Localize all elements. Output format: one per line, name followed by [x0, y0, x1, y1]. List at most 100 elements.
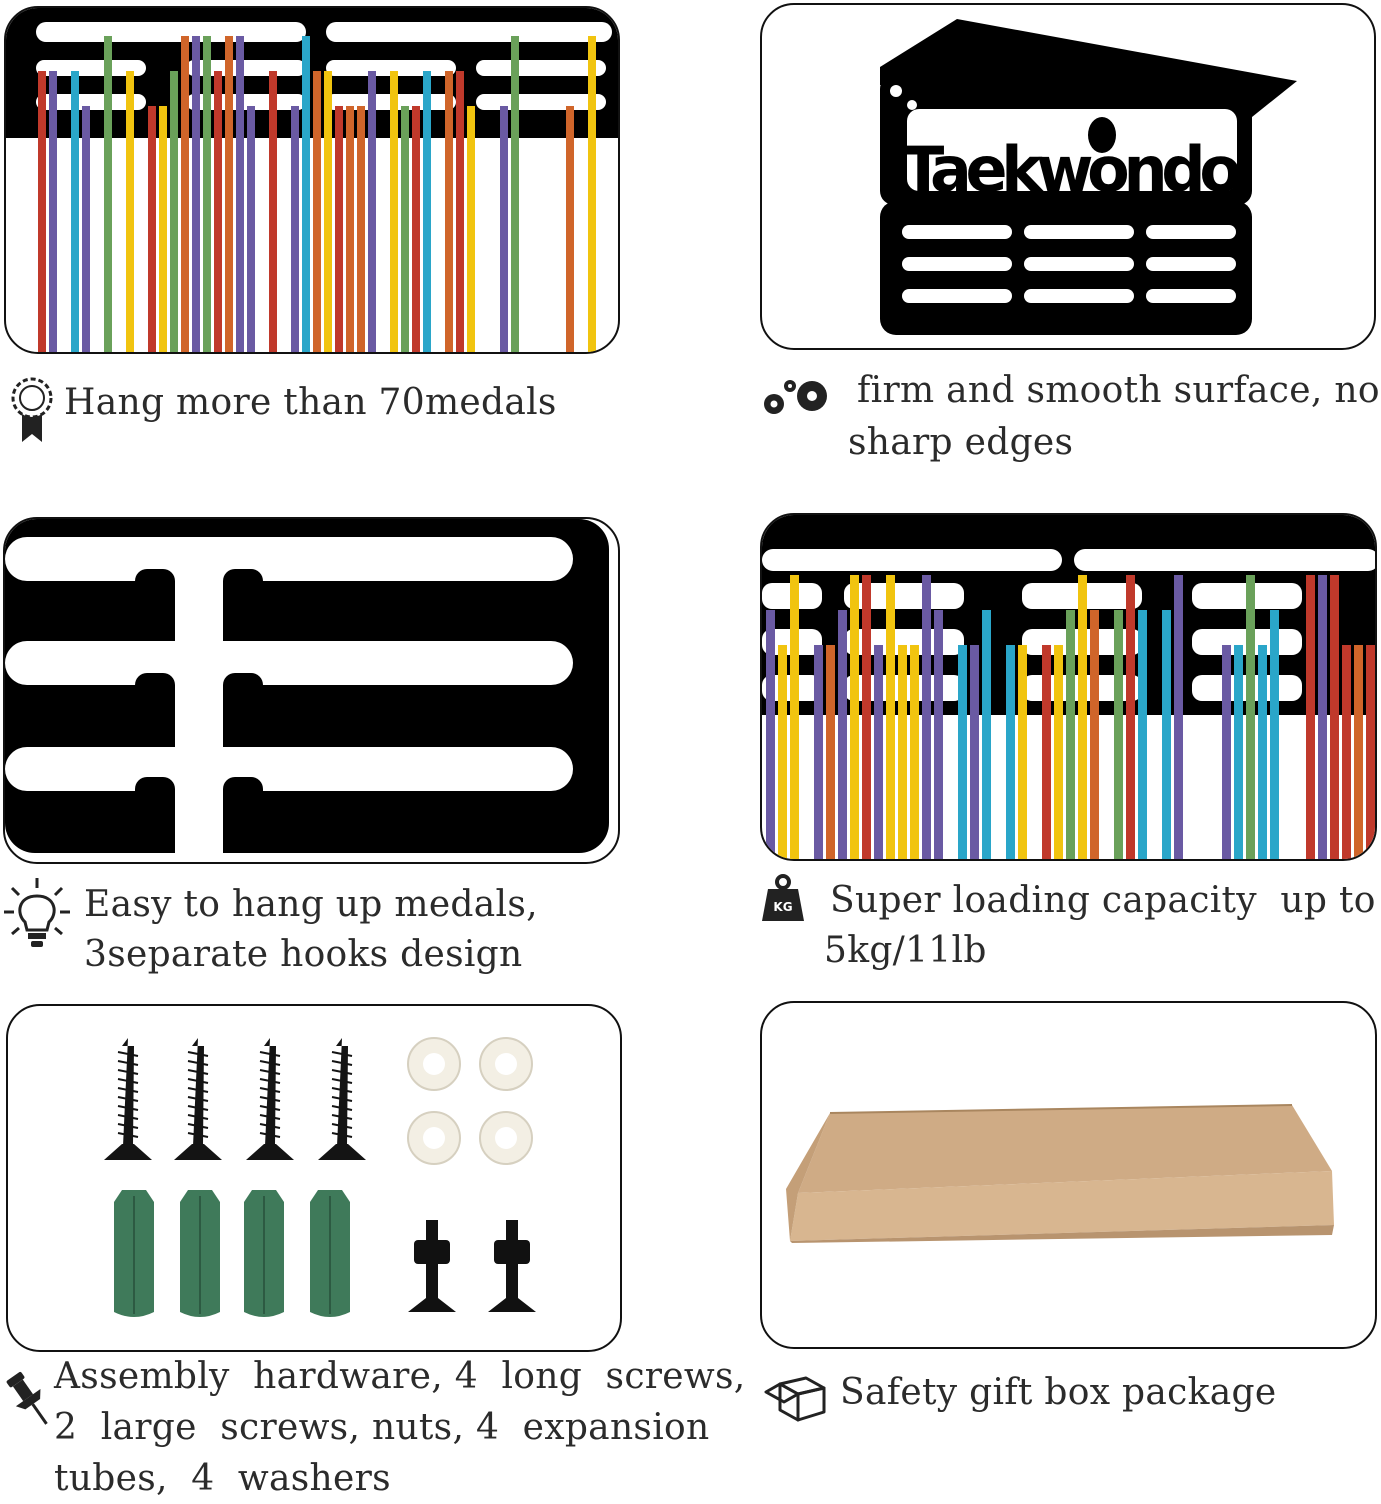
- medal-ribbon: [302, 36, 310, 352]
- hooks-caption-line1: Easy to hang up medals,: [84, 884, 538, 925]
- hardware-caption-line1: Assembly hardware, 4 long screws,: [54, 1356, 746, 1397]
- medal-ribbon: [1366, 645, 1375, 859]
- screw-thread: [187, 1114, 209, 1120]
- surface-caption-line2: sharp edges: [848, 422, 1074, 463]
- medal-ribbon: [1138, 610, 1147, 859]
- medal-ribbon: [49, 71, 57, 352]
- medal-ribbon: [1234, 645, 1243, 859]
- capacity-caption-line2: 5kg/11lb: [824, 930, 987, 971]
- screw-thread: [117, 1078, 139, 1084]
- medal-ribbon: [910, 645, 919, 859]
- medal-ribbon: [1246, 575, 1255, 859]
- medal-ribbon: [826, 645, 835, 859]
- screw-thread: [259, 1078, 281, 1084]
- medal-ribbon: [291, 106, 299, 352]
- medal-ribbon: [766, 610, 775, 859]
- screw-thread: [331, 1087, 353, 1093]
- medal-display-photo: [4, 6, 620, 354]
- rack-product-photo: Taekwondo: [760, 3, 1376, 350]
- screw-thread: [331, 1060, 353, 1066]
- screw-thread: [187, 1078, 209, 1084]
- loaded-rack-photo: [760, 513, 1377, 861]
- medal-ribbon: [1306, 575, 1315, 859]
- award-ribbon-icon: [10, 376, 56, 444]
- medal-ribbon: [1222, 645, 1231, 859]
- screw-thread: [331, 1051, 353, 1057]
- medal-ribbon: [1066, 610, 1075, 859]
- medal-ribbon: [1018, 645, 1027, 859]
- screw-thread: [259, 1051, 281, 1057]
- medal-ribbon: [247, 106, 255, 352]
- rack-sign-text: Taekwondo: [902, 133, 1242, 206]
- screw-thread: [117, 1069, 139, 1075]
- screw-thread: [259, 1123, 281, 1129]
- screw-thread: [259, 1096, 281, 1102]
- hardware-kit-photo: [6, 1004, 622, 1352]
- screw-thread: [331, 1114, 353, 1120]
- medal-ribbon: [445, 71, 453, 352]
- medal-ribbon: [958, 645, 967, 859]
- medal-ribbon: [862, 575, 871, 859]
- medal-ribbon: [1042, 645, 1051, 859]
- medal-ribbon: [269, 71, 277, 352]
- long-screw: [336, 1038, 348, 1146]
- screw-thread: [259, 1114, 281, 1120]
- hardware-caption-line2: 2 large screws, nuts, 4 expansion: [54, 1407, 710, 1448]
- medal-ribbon: [192, 36, 200, 352]
- screw-thread: [117, 1123, 139, 1129]
- medal-ribbon: [886, 575, 895, 859]
- hooks-caption-line2: 3separate hooks design: [84, 934, 523, 975]
- medal-ribbon: [104, 36, 112, 352]
- medal-ribbon: [1114, 610, 1123, 859]
- long-screw: [264, 1038, 276, 1146]
- medal-ribbon: [423, 71, 431, 352]
- long-screw: [192, 1038, 204, 1146]
- screw-head: [174, 1144, 222, 1160]
- medal-ribbon: [412, 106, 420, 352]
- medal-ribbon: [1330, 575, 1339, 859]
- medal-ribbon: [874, 645, 883, 859]
- pushpin-icon: [4, 1368, 50, 1432]
- screw-thread: [187, 1123, 209, 1129]
- medal-ribbon: [814, 645, 823, 859]
- medal-ribbon: [236, 36, 244, 352]
- screw-head: [246, 1144, 294, 1160]
- weight-kg-icon: KG: [760, 873, 806, 923]
- medal-ribbon: [1342, 645, 1351, 859]
- medal-ribbon: [970, 645, 979, 859]
- screw-thread: [187, 1105, 209, 1111]
- screw-thread: [331, 1132, 353, 1138]
- lightbulb-icon: [2, 876, 72, 950]
- screw-thread: [117, 1114, 139, 1120]
- screw-thread: [117, 1096, 139, 1102]
- medal-ribbon: [1054, 645, 1063, 859]
- screw-thread: [331, 1078, 353, 1084]
- medal-ribbon: [1318, 575, 1327, 859]
- medal-ribbon: [934, 610, 943, 859]
- screw-thread: [187, 1060, 209, 1066]
- screw-thread: [259, 1060, 281, 1066]
- medal-ribbon: [214, 71, 222, 352]
- medal-ribbon: [1126, 575, 1135, 859]
- medal-ribbon: [566, 106, 574, 352]
- medal-ribbon: [790, 575, 799, 859]
- medal-ribbon: [181, 36, 189, 352]
- medal-ribbon: [1354, 645, 1363, 859]
- medal-ribbon: [357, 106, 365, 352]
- medal-ribbon: [838, 610, 847, 859]
- medal-ribbon: [588, 36, 596, 352]
- medal-ribbon: [390, 71, 398, 352]
- surface-caption-line1: firm and smooth surface, no: [857, 370, 1380, 411]
- medal-ribbon: [1162, 610, 1171, 859]
- box-icon: [762, 1370, 828, 1422]
- screw-thread: [331, 1123, 353, 1129]
- screw-thread: [187, 1087, 209, 1093]
- screw-thread: [187, 1069, 209, 1075]
- screw-thread: [117, 1051, 139, 1057]
- medal-ribbon: [1258, 645, 1267, 859]
- long-screw: [122, 1038, 134, 1146]
- medal-ribbon: [1270, 610, 1279, 859]
- medal-ribbon: [1006, 645, 1015, 859]
- medal-ribbon: [401, 106, 409, 352]
- screw-thread: [259, 1105, 281, 1111]
